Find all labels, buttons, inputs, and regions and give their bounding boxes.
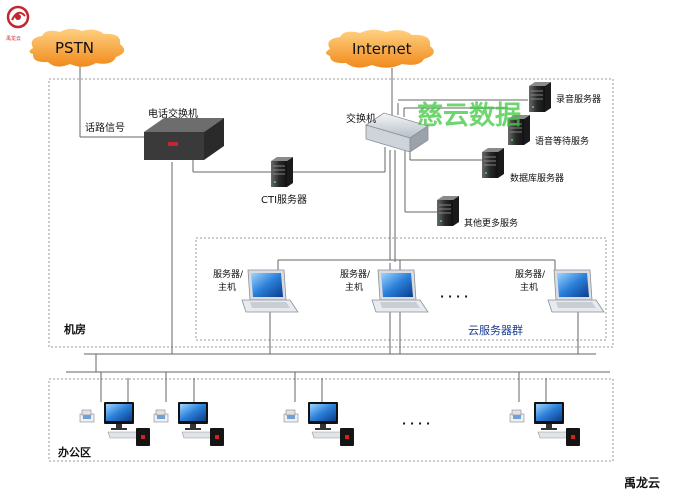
workstations-ellipsis: · · · ·: [402, 417, 430, 430]
host-2-label-line2: 主机: [345, 281, 363, 293]
workstation-icon: [283, 401, 355, 447]
machine-room-zone: [48, 78, 614, 348]
internet-label: Internet: [352, 40, 412, 58]
office-area-label: 办公区: [58, 445, 91, 459]
pstn-label: PSTN: [55, 39, 94, 57]
voice-signal-label: 话路信号: [85, 121, 125, 134]
more-services-label: 其他更多服务: [464, 217, 518, 229]
laptop-icon: [241, 269, 299, 313]
switch-icon: [365, 112, 429, 153]
cloud-host-1: 服务器/ 主机: [213, 268, 299, 313]
database-server-icon: [481, 147, 505, 179]
cti-server-icon: [270, 156, 294, 188]
recording-server-icon: [528, 81, 552, 113]
host-2-label-line1: 服务器/: [340, 268, 371, 280]
logo: 禹龙云: [6, 5, 30, 42]
host-1-label-line1: 服务器/: [213, 268, 244, 280]
switch-label: 交换机: [346, 112, 376, 125]
logo-caption: 禹龙云: [6, 35, 21, 42]
host-1-label-line2: 主机: [218, 281, 236, 293]
workstation-icon: [509, 401, 581, 447]
workstation-icon: [153, 401, 225, 447]
internet-cloud: Internet: [326, 29, 434, 68]
cloud-group-label: 云服务器群: [468, 323, 523, 337]
pstn-cloud: PSTN: [29, 28, 125, 67]
laptop-icon: [547, 269, 605, 313]
cloud-host-2: 服务器/ 主机: [340, 268, 429, 313]
cloud-server-zone: [195, 237, 607, 341]
cti-server-label: CTI服务器: [261, 193, 307, 206]
more-services-server-icon: [436, 195, 460, 227]
phone-exchange-icon: [144, 118, 224, 160]
database-server-label: 数据库服务器: [510, 172, 564, 184]
workstation-icon: [79, 401, 151, 447]
pbx-label: 电话交换机: [148, 107, 198, 120]
host-3-label-line2: 主机: [520, 281, 538, 293]
watermark: 慈云数据: [417, 100, 521, 131]
brand-label: 禹龙云: [624, 475, 660, 490]
recording-server-label: 录音服务器: [556, 93, 601, 105]
host-3-label-line1: 服务器/: [515, 268, 546, 280]
hosts-ellipsis: · · · ·: [440, 290, 468, 303]
laptop-icon: [371, 269, 429, 313]
machine-room-label: 机房: [64, 322, 86, 336]
cloud-host-3: 服务器/ 主机: [515, 268, 605, 313]
voice-wait-server-label: 语音等待服务: [535, 135, 589, 147]
office-zone: [48, 378, 614, 462]
